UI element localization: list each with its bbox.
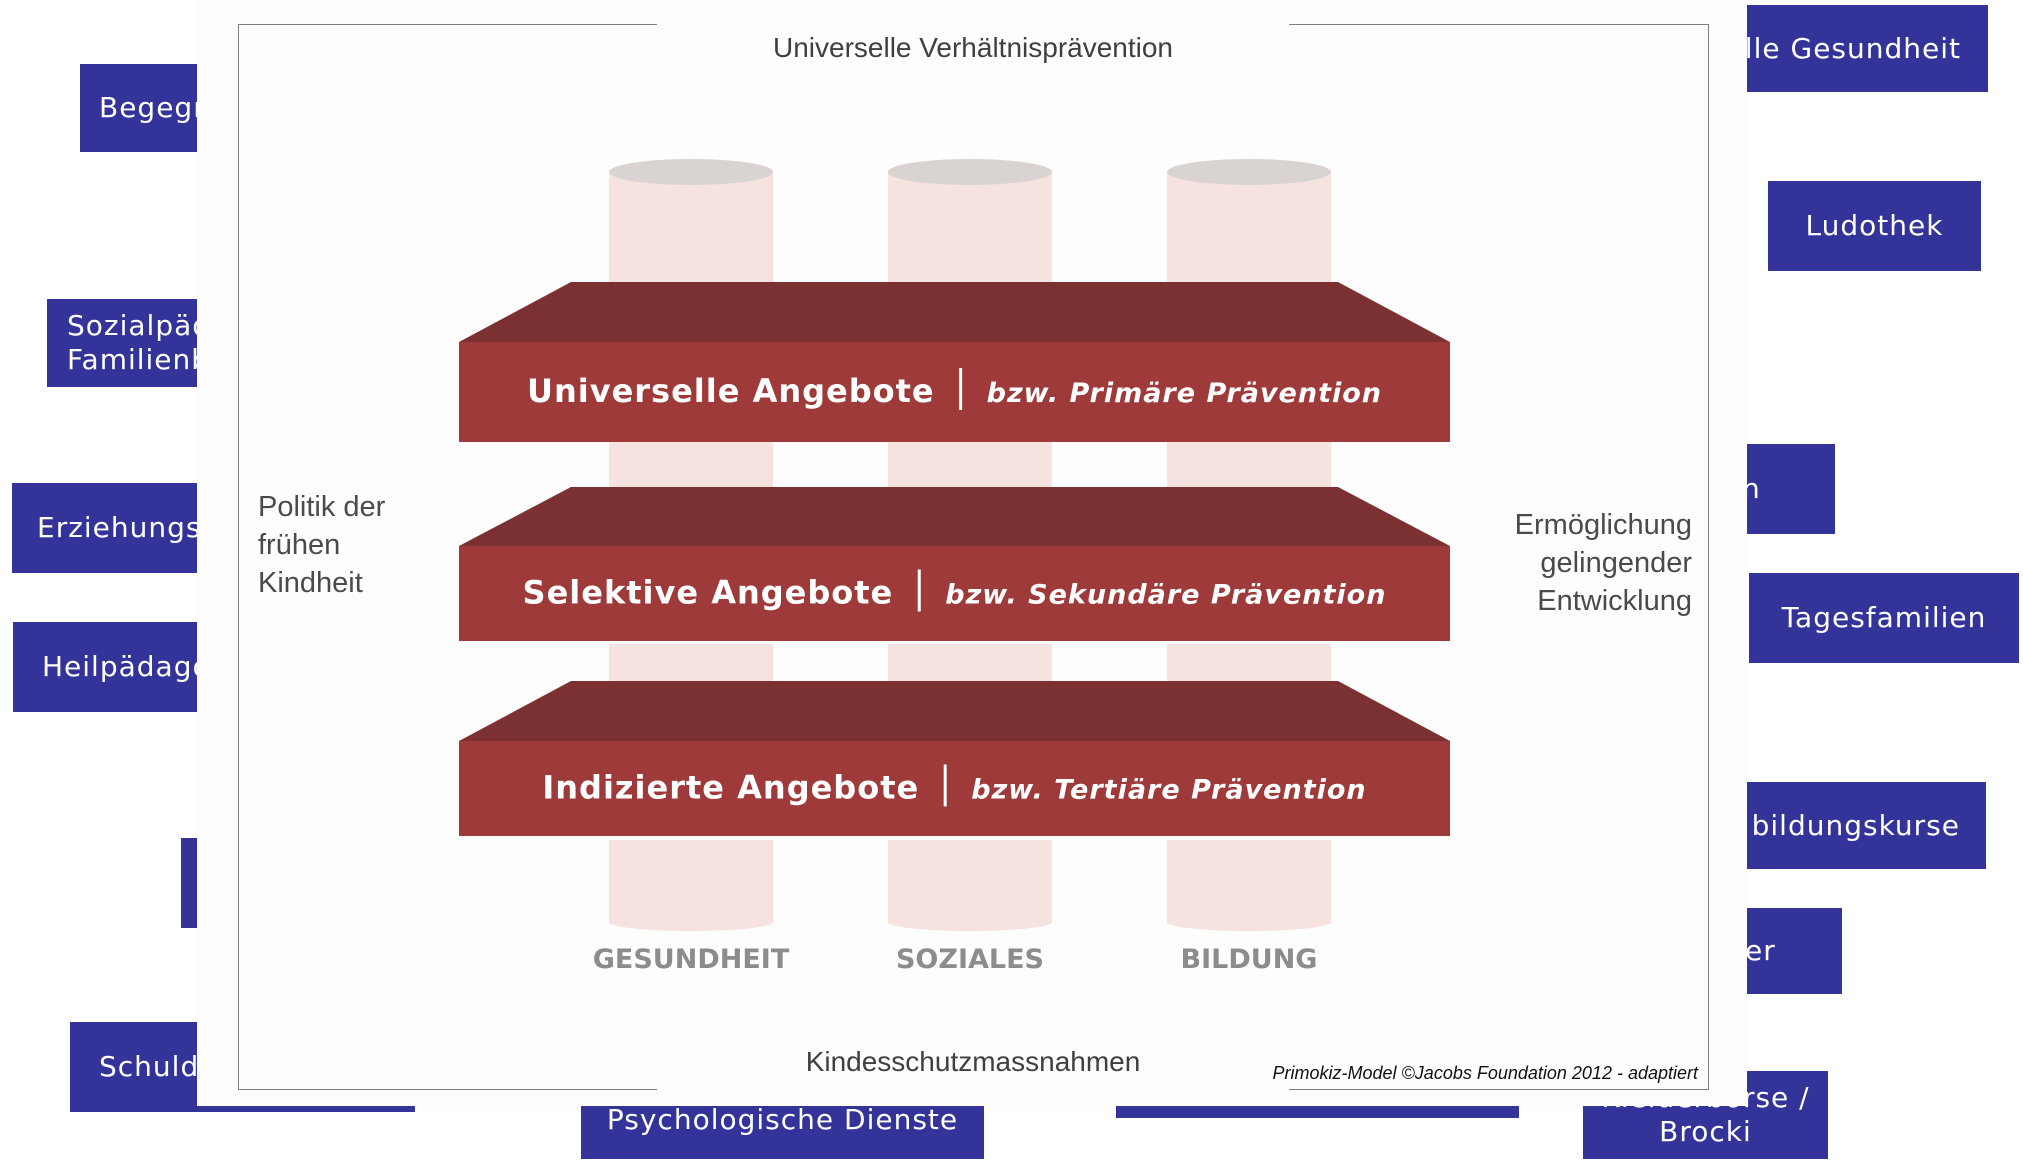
- slab-front-0: [459, 342, 1450, 442]
- slab-front-2: [459, 741, 1450, 836]
- bottom-caption: Kindesschutzmassnahmen: [805, 1046, 1141, 1077]
- pillar-label-2: BILDUNG: [1181, 944, 1318, 975]
- pillar-0-segment-3: [609, 840, 773, 922]
- top-caption: Universelle Verhältnisprävention: [773, 32, 1173, 63]
- pillar-2-segment-3: [1167, 840, 1331, 922]
- layer-subtitle-2: bzw. Tertiäre Prävention: [971, 775, 1366, 806]
- pillar-1-segment-3: [888, 840, 1052, 922]
- slab-front-1: [459, 546, 1450, 641]
- right-label: Ermöglichung gelingender Entwicklung: [1514, 509, 1692, 617]
- tag-ludothek[interactable]: Ludothek: [1768, 181, 1981, 271]
- layer-subtitle-1: bzw. Sekundäre Prävention: [945, 580, 1386, 611]
- pillar-label-1: SOZIALES: [896, 944, 1044, 975]
- left-label: Politik der frühen Kindheit: [258, 491, 386, 599]
- layer-title-1: Selektive Angebote: [523, 574, 894, 612]
- slab-top-2: [459, 681, 1450, 741]
- slab-top-0: [459, 282, 1450, 342]
- pillar-label-0: GESUNDHEIT: [593, 944, 790, 975]
- pillar-0-base-3: [609, 913, 773, 931]
- credit-text: Primokiz-Model ©Jacobs Foundation 2012 -…: [1272, 1063, 1698, 1083]
- pillar-2-base-3: [1167, 913, 1331, 931]
- pillar-1-base-3: [888, 913, 1052, 931]
- tag-tagesfamilien[interactable]: Tagesfamilien: [1749, 573, 2019, 663]
- pillar-1-cap: [888, 159, 1052, 185]
- slab-top-1: [459, 487, 1450, 546]
- pillar-0-cap: [609, 159, 773, 185]
- layer-title-2: Indizierte Angebote: [542, 769, 919, 807]
- tag-bildungskurse[interactable]: bildungskurse: [1700, 782, 1986, 869]
- layer-title-0: Universelle Angebote: [527, 372, 935, 410]
- layer-subtitle-0: bzw. Primäre Prävention: [987, 378, 1382, 409]
- pillar-2-cap: [1167, 159, 1331, 185]
